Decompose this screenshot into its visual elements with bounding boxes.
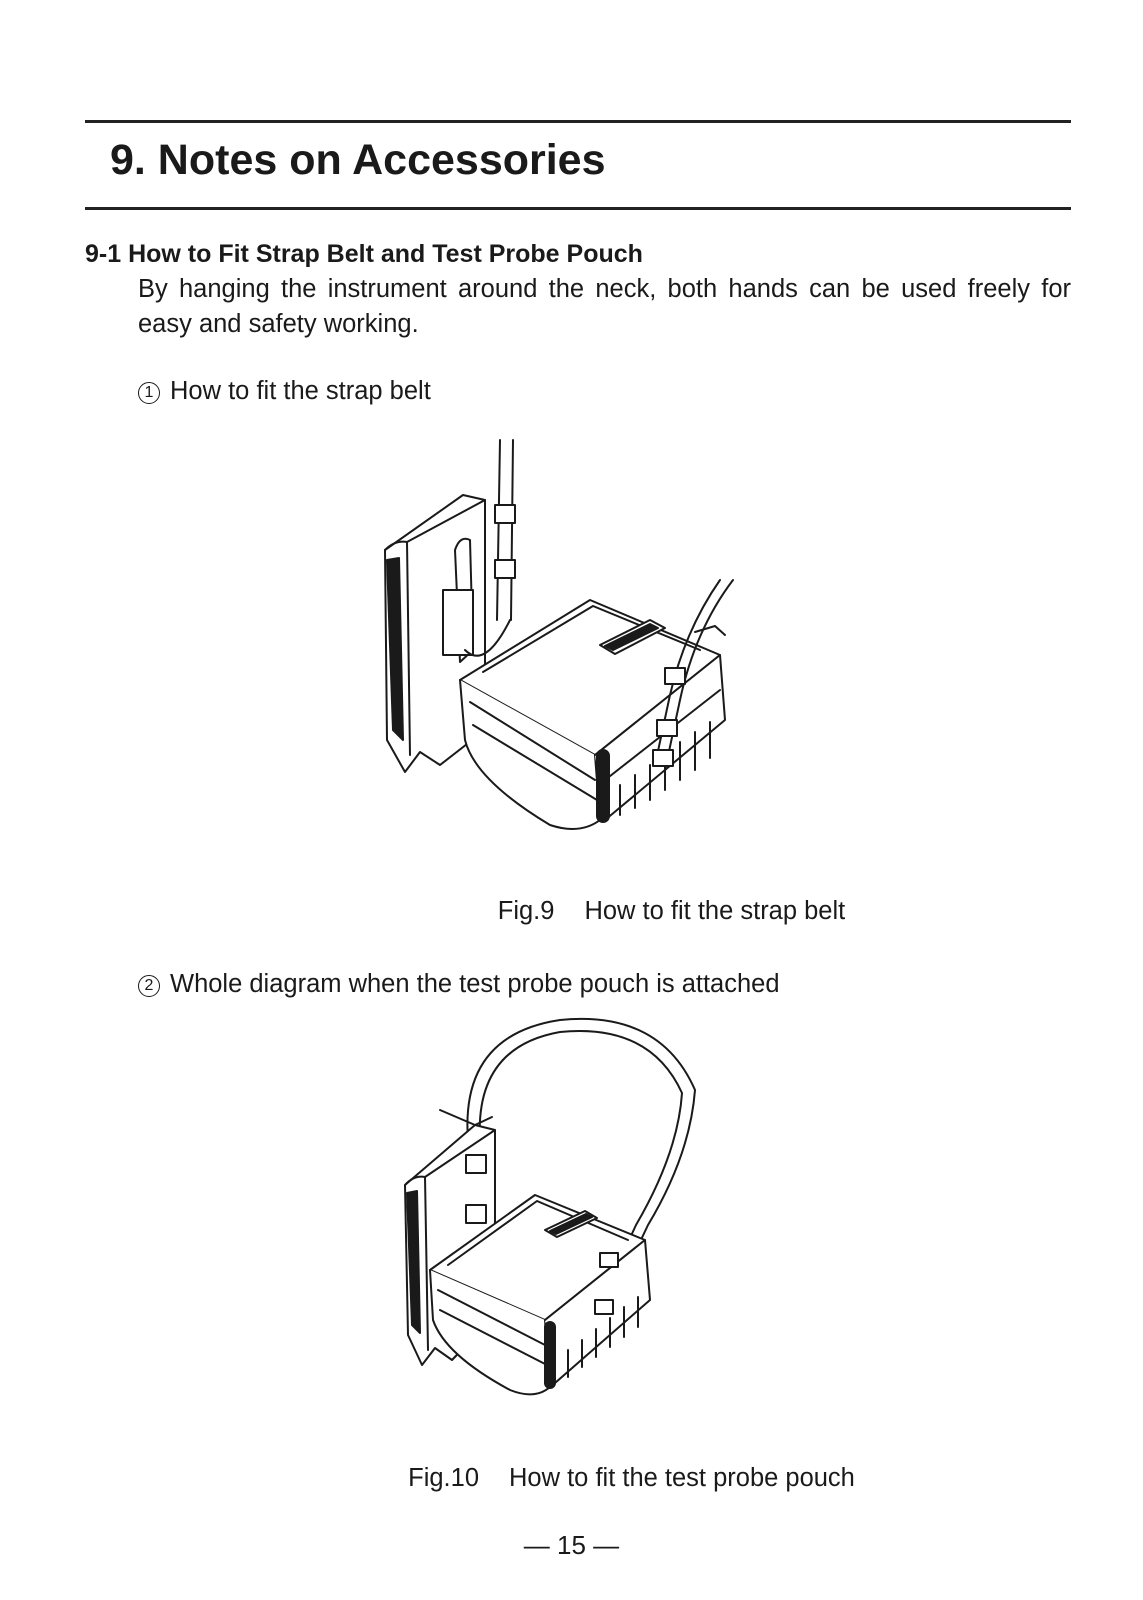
section-title: 9. Notes on Accessories [110, 136, 606, 184]
step-1-text: How to fit the strap belt [170, 377, 431, 405]
step-number-2: 2 [138, 975, 160, 997]
step-number-1: 1 [138, 382, 160, 404]
subsection-heading: 9-1 How to Fit Strap Belt and Test Probe… [85, 240, 643, 268]
step-2: 2 Whole diagram when the test probe pouch… [138, 970, 780, 999]
title-underline-rule [85, 207, 1071, 210]
figure-9-caption: Fig.9 How to fit the strap belt [100, 897, 1143, 926]
page-number-value: 15 [557, 1530, 586, 1560]
step-1: 1 How to fit the strap belt [138, 377, 431, 406]
test-probe-pouch-illustration [404, 1017, 696, 1396]
step-2-text: Whole diagram when the test probe pouch … [170, 970, 780, 998]
figure-10-caption-text: How to fit the test probe pouch [509, 1464, 855, 1492]
intro-paragraph: By hanging the instrument around the nec… [138, 275, 1071, 338]
figure-9-caption-text: How to fit the strap belt [584, 897, 846, 925]
figure-9-label: Fig.9 [497, 897, 555, 925]
figure-10-label: Fig.10 [408, 1464, 479, 1492]
figure-10-caption: Fig.10 How to fit the test probe pouch [60, 1464, 1143, 1493]
strap-belt-illustration [384, 439, 734, 830]
top-rule [85, 120, 1071, 123]
page-number: ― 15 ― [523, 1530, 620, 1560]
